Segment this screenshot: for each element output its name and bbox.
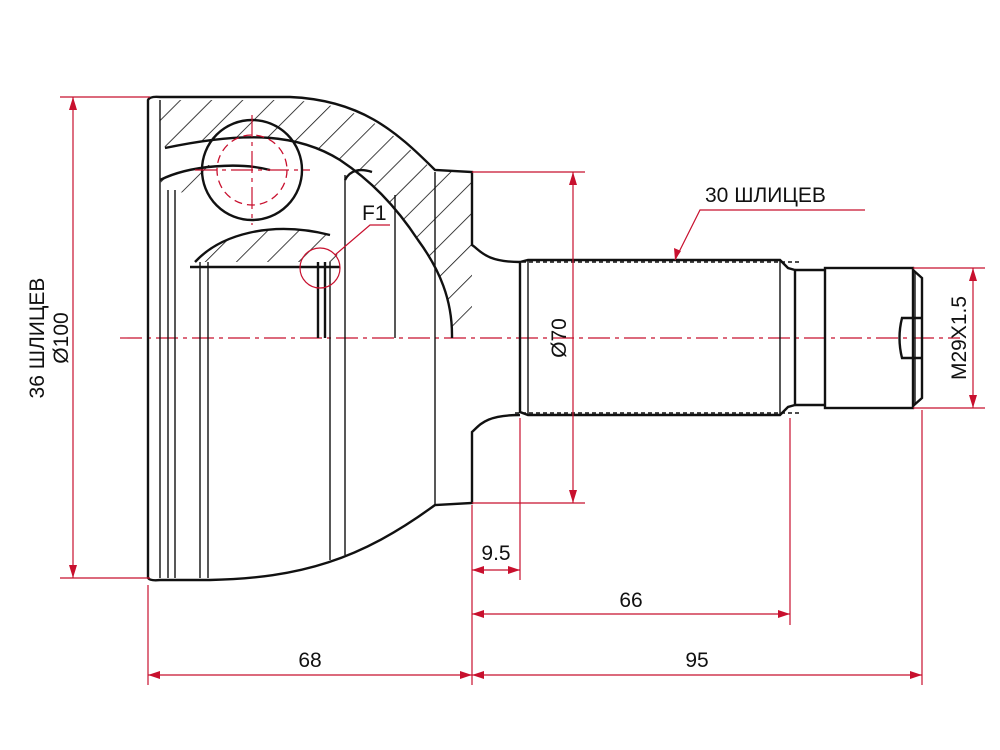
dim-shoulder-label: 9.5 (481, 542, 510, 565)
inner-race-hatch (195, 229, 340, 262)
dim-shoulder (472, 566, 520, 574)
dim-spline-length-label: 66 (619, 589, 642, 612)
dim-shaft-diameter (472, 171, 585, 504)
detail-f1-leader (334, 224, 390, 256)
inner-splines-label: 36 ШЛИЦЕВ (26, 278, 49, 399)
thread-label: M29X1.5 (948, 296, 971, 380)
dim-shaft-length-label: 95 (685, 649, 708, 672)
detail-f1-label: F1 (362, 202, 387, 225)
splines-leader (674, 209, 865, 261)
housing-outline (146, 95, 521, 582)
outer-diameter-label: Ø100 (50, 312, 73, 363)
outer-splines-label: 30 ШЛИЦЕВ (705, 184, 826, 207)
dim-shaft-length (472, 671, 922, 679)
extension-lines (147, 410, 923, 685)
dim-housing-length-label: 68 (298, 649, 321, 672)
splines-leader-arrow (674, 248, 681, 260)
dim-spline-length (472, 610, 790, 618)
shaft-outline (515, 258, 924, 417)
cage-hatch (160, 165, 210, 195)
dim-housing-length (148, 671, 472, 679)
housing-section-hatch (155, 100, 472, 335)
shaft-diameter-label: Ø70 (548, 318, 571, 358)
dim-thread (913, 267, 985, 409)
dim-outer-diameter (60, 96, 150, 579)
detail-f1-circle (299, 247, 341, 289)
